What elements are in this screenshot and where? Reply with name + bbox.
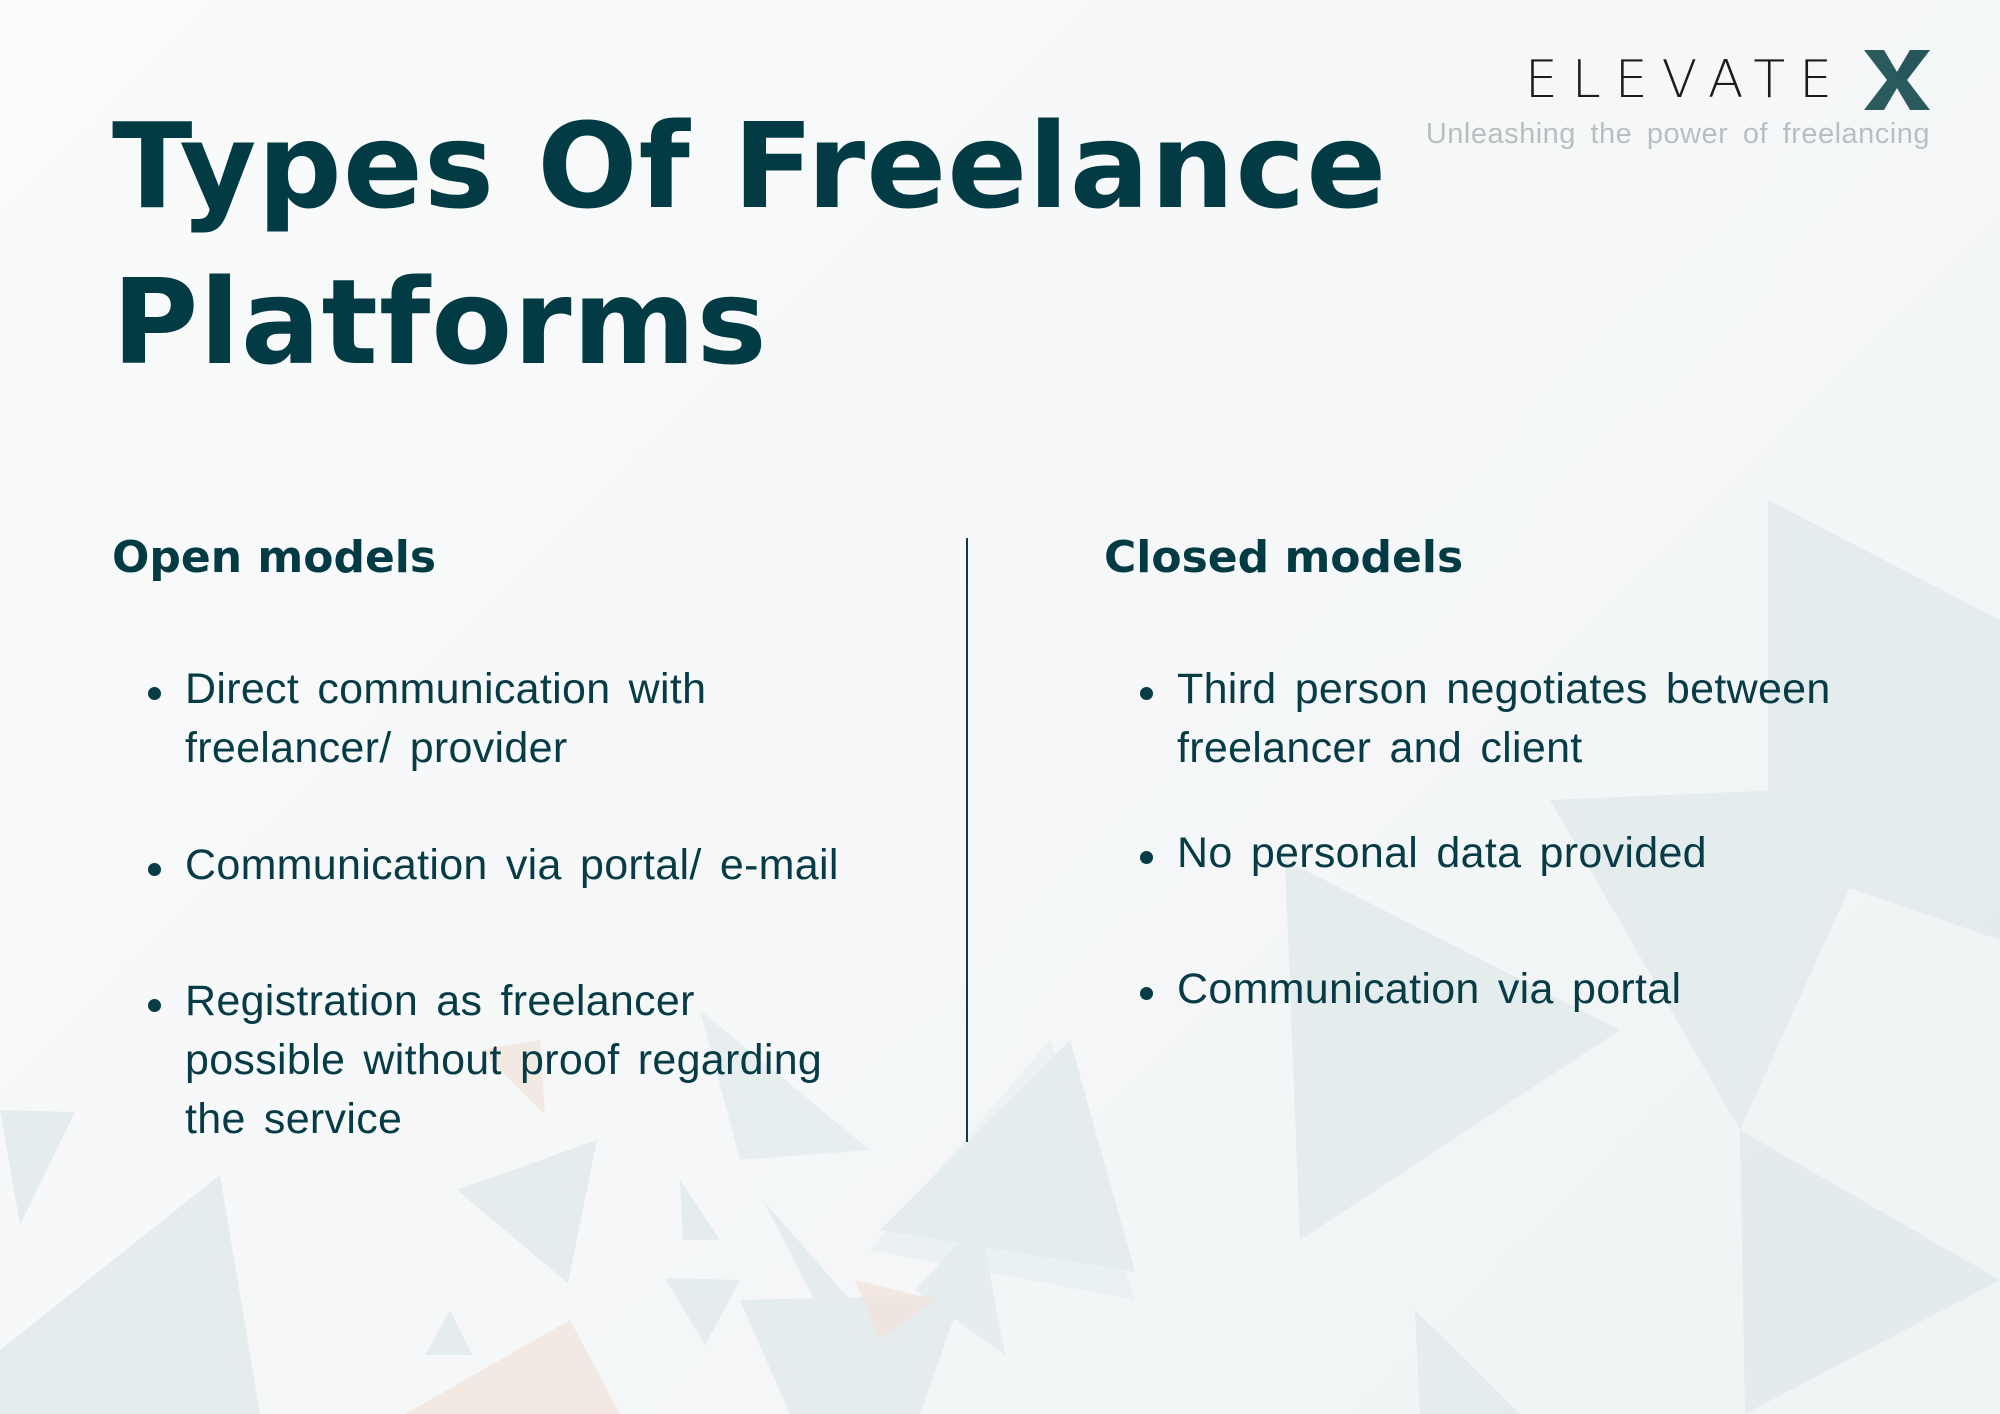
brand-logo: ELEVATE Unleashing the power of freelanc… (1426, 50, 1930, 151)
bullet-icon (1140, 687, 1153, 700)
list-item-text: Direct communication with freelancer/ pr… (185, 665, 707, 772)
logo-wordmark: ELEVATE (1524, 50, 1846, 110)
bullet-icon (148, 999, 161, 1012)
bullet-icon (148, 687, 161, 700)
closed-models-heading: Closed models (1104, 532, 1464, 583)
logo-wordmark-row: ELEVATE (1426, 50, 1930, 110)
list-item: Communication via portal (1104, 960, 1924, 1019)
list-item-text: Third person negotiates between freelanc… (1177, 665, 1831, 772)
bullet-icon (1140, 851, 1153, 864)
list-item-text: Communication via portal/ e-mail (185, 841, 839, 889)
list-item: Third person negotiates between freelanc… (1104, 660, 1924, 778)
list-item: No personal data provided (1104, 824, 1924, 883)
list-item: Communication via portal/ e-mail (112, 836, 952, 895)
bullet-icon (148, 863, 161, 876)
list-item: Registration as freelancer possible with… (112, 972, 952, 1149)
list-item-text: Registration as freelancer possible with… (185, 977, 823, 1143)
bullet-icon (1140, 987, 1153, 1000)
logo-tagline: Unleashing the power of freelancing (1425, 118, 1930, 150)
list-item-text: Communication via portal (1177, 965, 1682, 1013)
list-item-text: No personal data provided (1177, 829, 1707, 877)
open-models-column: Open models Direct communication with fr… (112, 528, 952, 1143)
logo-x-icon (1864, 50, 1930, 110)
column-divider (966, 538, 968, 1142)
open-models-heading: Open models (112, 532, 437, 583)
page-title: Types Of Freelance Platforms (112, 97, 1388, 391)
closed-models-column: Closed models Third person negotiates be… (1104, 528, 1924, 1013)
list-item: Direct communication with freelancer/ pr… (112, 660, 952, 778)
